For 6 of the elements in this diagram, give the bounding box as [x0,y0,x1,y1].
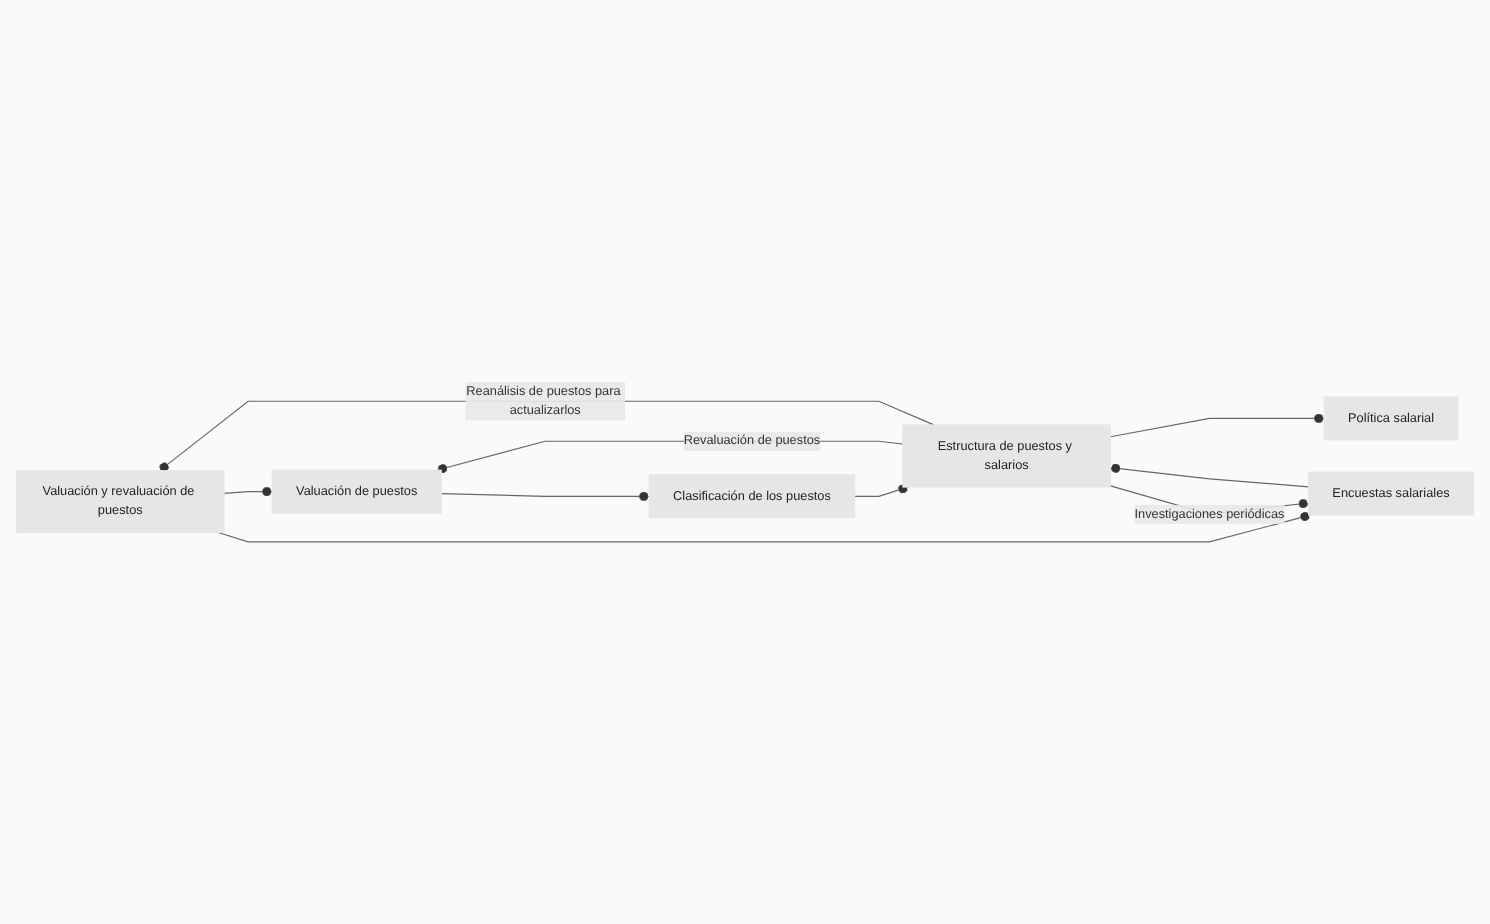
connector [223,486,273,497]
connector [1109,413,1325,438]
connector [440,491,650,502]
connector [854,483,909,497]
connector [1109,463,1309,488]
connector [218,511,1311,543]
